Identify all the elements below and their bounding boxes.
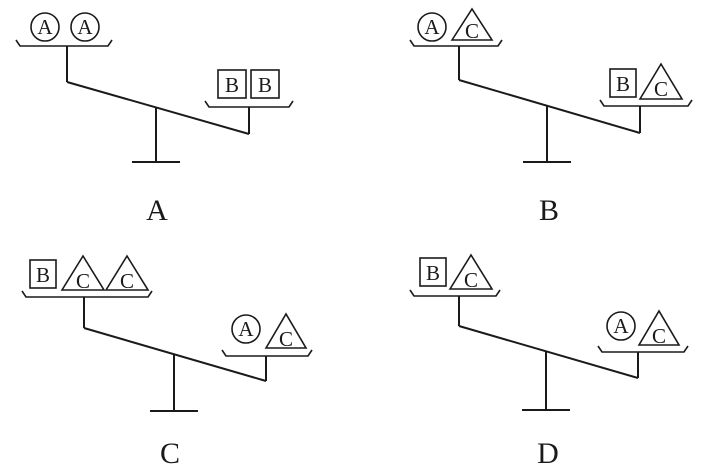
weight-triangle: C: [450, 7, 494, 43]
option-label: D: [537, 437, 559, 470]
svg-text:C: C: [464, 268, 478, 292]
svg-text:A: A: [424, 15, 440, 39]
weight-circle: A: [70, 12, 100, 42]
weight-square: B: [250, 69, 280, 99]
svg-text:B: B: [225, 73, 239, 97]
left-pan-weights: A A: [30, 12, 100, 42]
right-pan-weights: B B: [217, 69, 280, 99]
svg-text:C: C: [654, 77, 668, 101]
weight-circle: A: [606, 311, 636, 341]
right-pan: [597, 345, 689, 353]
balance-scale: [409, 39, 693, 163]
weight-triangle: C: [638, 62, 684, 101]
balance-panel-a: A A B B A: [15, 12, 294, 227]
balance-panel-d: B C A C D: [409, 253, 689, 470]
left-pan-weights: A C: [417, 7, 494, 43]
svg-text:C: C: [120, 269, 134, 293]
weight-triangle: C: [60, 254, 106, 293]
weight-triangle: C: [264, 312, 308, 351]
weight-triangle: C: [448, 253, 494, 292]
weight-triangle: C: [637, 309, 681, 348]
svg-text:C: C: [279, 327, 293, 351]
weight-square: B: [29, 259, 57, 289]
balance-scale: [409, 289, 689, 411]
option-label: B: [539, 194, 559, 227]
right-pan: [599, 99, 693, 107]
svg-text:A: A: [77, 15, 93, 39]
svg-text:C: C: [652, 324, 666, 348]
beam: [458, 325, 639, 379]
beam: [458, 79, 641, 134]
svg-text:B: B: [258, 73, 272, 97]
svg-text:C: C: [76, 269, 90, 293]
svg-text:B: B: [36, 263, 50, 287]
option-label: C: [160, 437, 180, 470]
balance-panel-b: A C B C B: [409, 7, 693, 227]
weight-circle: A: [417, 12, 447, 42]
right-pan-weights: A C: [606, 309, 681, 348]
weight-square: B: [609, 68, 637, 98]
left-pan: [409, 289, 501, 297]
left-pan-weights: B C C: [29, 254, 150, 293]
svg-text:A: A: [613, 314, 629, 338]
right-pan: [221, 349, 313, 357]
left-pan: [409, 39, 503, 47]
svg-text:B: B: [616, 72, 630, 96]
svg-text:A: A: [238, 317, 254, 341]
left-pan: [21, 290, 153, 298]
weight-square: B: [217, 69, 247, 99]
svg-text:B: B: [426, 261, 440, 285]
svg-text:C: C: [465, 19, 479, 43]
weight-triangle: C: [104, 254, 150, 293]
left-pan-weights: B C: [419, 253, 494, 292]
weight-circle: A: [30, 12, 60, 42]
svg-text:A: A: [37, 15, 53, 39]
right-pan: [204, 100, 294, 108]
left-pan: [15, 39, 113, 47]
balance-panel-c: B C C A C C: [21, 254, 313, 470]
weight-circle: A: [231, 314, 261, 344]
weight-square: B: [419, 257, 447, 287]
option-label: A: [146, 194, 168, 227]
right-pan-weights: A C: [231, 312, 308, 351]
balance-scale: [21, 290, 313, 412]
right-pan-weights: B C: [609, 62, 684, 101]
balance-scale: [15, 39, 294, 163]
beam: [66, 81, 250, 135]
